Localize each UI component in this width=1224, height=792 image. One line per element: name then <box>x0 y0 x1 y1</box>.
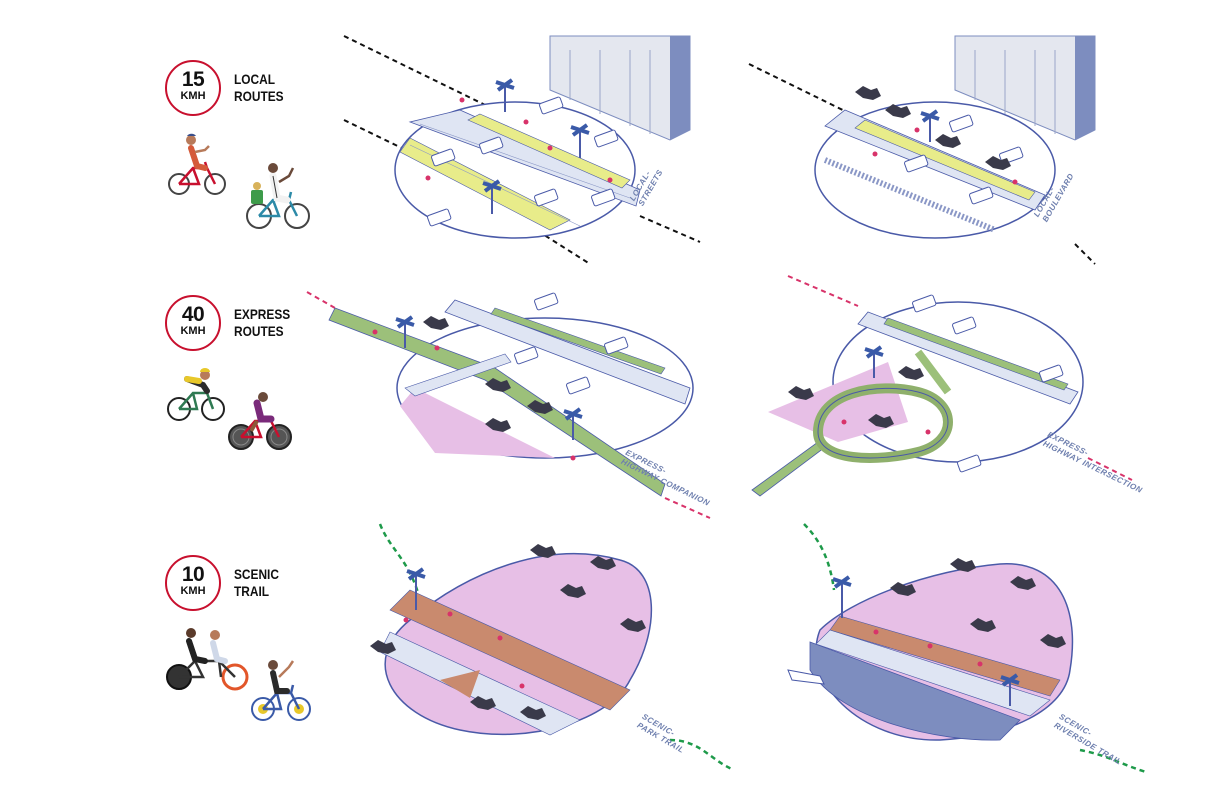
local-boulevard-diagram <box>748 35 1096 265</box>
tree-icon <box>470 696 496 710</box>
cyclists-illustration <box>166 628 311 721</box>
car-icon <box>1039 364 1064 383</box>
title-line: EXPRESS <box>234 306 291 322</box>
street-light-icon <box>395 315 415 348</box>
route-title-express: EXPRESS ROUTES <box>234 306 290 340</box>
scenic-riverside-trail-diagram <box>787 523 1147 774</box>
route-title-local: LOCAL ROUTES <box>234 71 284 105</box>
cyclist-icon <box>167 368 225 421</box>
cyclist-icon <box>251 660 311 721</box>
speed-value: 15 <box>181 68 205 91</box>
street-light-icon <box>482 179 502 214</box>
tree-icon <box>950 558 976 572</box>
title-line: SCENIC <box>234 566 279 582</box>
car-icon <box>431 148 456 167</box>
tree-icon <box>527 400 553 414</box>
tree-icon <box>1040 634 1066 648</box>
tree-icon <box>485 378 511 392</box>
tree-icon <box>935 134 961 148</box>
car-icon <box>539 96 564 115</box>
car-icon <box>969 186 994 205</box>
street-light-icon <box>495 78 515 112</box>
car-icon <box>949 114 974 133</box>
car-icon <box>427 208 452 227</box>
car-icon <box>534 188 559 207</box>
car-icon <box>566 376 591 395</box>
tree-icon <box>788 386 814 400</box>
speed-unit: KMH <box>180 325 206 337</box>
route-title-scenic: SCENIC TRAIL <box>234 566 279 600</box>
tree-icon <box>985 156 1011 170</box>
speed-badge-local: 15 KMH <box>165 60 221 116</box>
street-light-icon <box>563 407 583 440</box>
tree-icon <box>485 418 511 432</box>
tree-icon <box>890 582 916 596</box>
express-highway-intersection-diagram <box>751 275 1133 497</box>
car-icon <box>591 188 616 207</box>
tree-icon <box>560 584 586 598</box>
building-icon <box>954 35 1096 141</box>
cyclists-illustration <box>167 368 292 450</box>
cyclist-icon <box>166 628 249 691</box>
tree-icon <box>898 366 924 380</box>
title-line: LOCAL <box>234 71 275 87</box>
car-icon <box>479 136 504 155</box>
street-light-icon <box>570 123 590 158</box>
street-light-icon <box>1000 673 1020 706</box>
car-icon <box>534 292 559 311</box>
cyclist-icon <box>228 392 292 450</box>
tree-icon <box>970 618 996 632</box>
car-icon <box>514 346 539 365</box>
tree-icon <box>370 640 396 654</box>
cyclist-icon <box>246 163 310 229</box>
tree-icon <box>590 556 616 570</box>
car-icon <box>912 294 937 313</box>
tree-icon <box>1010 576 1036 590</box>
tree-icon <box>423 316 449 330</box>
car-icon <box>594 129 619 148</box>
cyclists-illustration <box>168 133 310 229</box>
speed-unit: KMH <box>180 585 206 597</box>
street-light-icon <box>832 575 852 618</box>
speed-badge-express: 40 KMH <box>165 295 221 351</box>
speed-value: 40 <box>181 303 205 326</box>
tree-icon <box>855 86 881 100</box>
street-light-icon <box>920 109 940 142</box>
street-light-icon <box>864 345 884 378</box>
cyclist-icon <box>168 133 226 195</box>
express-highway-companion-diagram <box>306 291 711 519</box>
car-icon <box>604 336 629 355</box>
car-icon <box>952 316 977 335</box>
tree-icon <box>530 544 556 558</box>
tree-icon <box>620 618 646 632</box>
title-line: ROUTES <box>234 88 284 104</box>
car-icon <box>904 154 929 173</box>
street-light-icon <box>406 567 426 610</box>
speed-value: 10 <box>181 563 205 586</box>
local-streets-diagram <box>343 35 701 265</box>
scenic-park-trail-diagram <box>370 523 735 772</box>
speed-badge-scenic: 10 KMH <box>165 555 221 611</box>
tree-icon <box>868 414 894 428</box>
car-icon <box>957 454 982 473</box>
tree-icon <box>520 706 546 720</box>
title-line: TRAIL <box>234 583 270 599</box>
building-icon <box>549 35 691 141</box>
title-line: ROUTES <box>234 323 284 339</box>
speed-unit: KMH <box>180 90 206 102</box>
tree-icon <box>885 104 911 118</box>
